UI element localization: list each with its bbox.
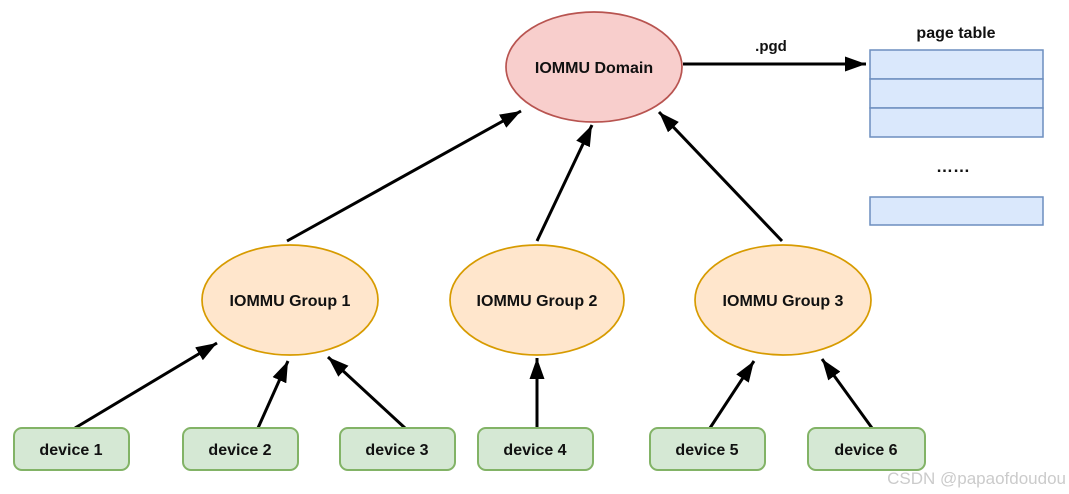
device3-node: [339, 427, 456, 471]
watermark-text: CSDN @papaofdoudou: [887, 469, 1066, 488]
iommu-group2-label: IOMMU Group 2: [477, 293, 598, 310]
iommu-group3-label: IOMMU Group 3: [723, 293, 844, 310]
page-table-row-3: [869, 107, 1044, 138]
device1-node: [13, 427, 130, 471]
device2-node: [182, 427, 299, 471]
page-table-title: page table: [916, 25, 995, 42]
page-table-row-2: [869, 78, 1044, 109]
device3-label: device 3: [365, 442, 428, 459]
arrow-group1-to-domain: [286, 109, 522, 243]
iommu-group1-node: [201, 244, 379, 356]
page-table-ellipsis: ……: [936, 157, 970, 176]
iommu-group1-label: IOMMU Group 1: [230, 293, 351, 310]
device6-node: [807, 427, 926, 471]
iommu-group3-node: [694, 244, 872, 356]
page-table-row-1: [869, 49, 1044, 80]
iommu-domain-label: IOMMU Domain: [535, 60, 653, 77]
device1-label: device 1: [39, 442, 102, 459]
device2-label: device 2: [208, 442, 271, 459]
device4-node: [477, 427, 594, 471]
arrow-device3-to-group1: [326, 355, 407, 430]
device6-label: device 6: [834, 442, 897, 459]
page-table-row-last: [869, 196, 1044, 226]
arrow-device6-to-group3: [820, 358, 874, 429]
pgd-arrow-label: .pgd: [755, 38, 787, 55]
arrow-device5-to-group3: [708, 360, 756, 429]
arrow-device2-to-group1: [256, 360, 290, 429]
arrow-group3-to-domain: [657, 110, 784, 243]
iommu-domain-node: [505, 11, 683, 123]
device5-node: [649, 427, 766, 471]
arrow-group2-to-domain: [535, 124, 594, 242]
arrow-device1-to-group1: [74, 341, 218, 430]
device5-label: device 5: [675, 442, 738, 459]
iommu-group2-node: [449, 244, 625, 356]
device4-label: device 4: [503, 442, 566, 459]
